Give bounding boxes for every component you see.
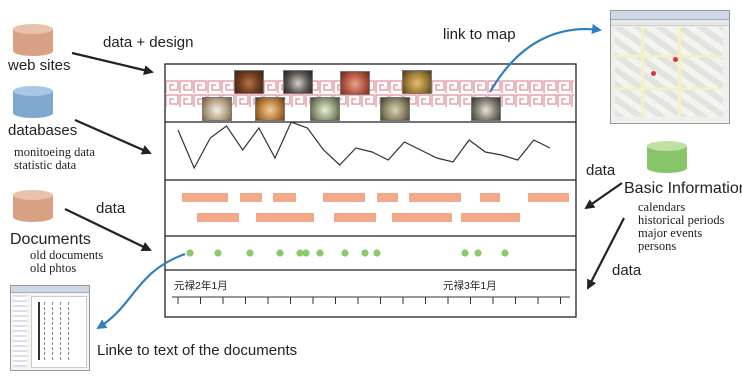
databases-item-monitoring: monitoeing data	[14, 145, 95, 159]
basic-info-upper-arrow	[584, 182, 623, 210]
food-photo-thumbnail	[202, 97, 232, 121]
document-dot	[474, 249, 482, 257]
food-photo-thumbnail	[310, 97, 340, 121]
event-bar	[273, 193, 296, 202]
link-to-documents-curve	[96, 252, 186, 330]
time-scale-ticks	[172, 296, 570, 304]
databases-item-statistic: statistic data	[14, 158, 77, 172]
event-bar	[334, 213, 376, 222]
document-dot	[501, 249, 509, 257]
basic-info-upper-edge-label: data	[586, 162, 616, 179]
event-bar	[528, 193, 569, 202]
documents-edge-label: data	[96, 200, 126, 217]
event-bar	[256, 213, 314, 222]
food-photo-thumbnail	[340, 71, 370, 95]
document-dot	[186, 249, 194, 257]
link-to-map-curve	[489, 24, 602, 93]
basic-info-item-persons: persons	[638, 239, 677, 253]
basic-info-item-historical-periods: historical periods	[638, 213, 725, 227]
documents-label: Documents	[10, 231, 91, 248]
document-dot	[316, 249, 324, 257]
map-screenshot-thumbnail[interactable]	[610, 10, 730, 124]
time-scale-label-start: 元禄2年1月	[174, 280, 228, 292]
document-dot	[302, 249, 310, 257]
food-photo-thumbnail	[380, 97, 410, 121]
document-dot	[246, 249, 254, 257]
basic-info-lower-edge-label: data	[612, 262, 642, 279]
documents-item-old-photos: old phtos	[30, 261, 77, 275]
databases-label: databases	[8, 122, 78, 139]
documents-database-icon	[13, 190, 53, 222]
document-dot	[341, 249, 349, 257]
data-line-series	[177, 121, 551, 170]
documents-item-old-documents: old documents	[30, 248, 104, 262]
document-dot	[214, 249, 222, 257]
food-photo-thumbnail	[234, 70, 264, 94]
event-bar	[323, 193, 365, 202]
websites-label: web sites	[8, 57, 71, 74]
event-bar	[377, 193, 398, 202]
basic-info-item-calendars: calendars	[638, 200, 686, 214]
food-photo-thumbnail	[283, 70, 313, 94]
websites-edge-label: data + design	[103, 34, 194, 51]
document-viewer-thumbnail[interactable]	[10, 285, 90, 371]
food-photo-thumbnail	[471, 97, 501, 121]
event-bar	[392, 213, 452, 222]
document-dot	[276, 249, 284, 257]
basic-info-item-major-events: major events	[638, 226, 703, 240]
event-bar	[409, 193, 434, 202]
databases-arrow	[74, 118, 152, 155]
event-bar	[197, 213, 239, 222]
event-bar	[461, 213, 520, 222]
event-bar	[434, 193, 461, 202]
basic-info-lower-arrow	[587, 217, 625, 290]
document-dots	[186, 249, 509, 257]
link-to-documents-label: Linke to text of the documents	[97, 342, 298, 359]
event-bars	[182, 193, 569, 222]
document-dot	[361, 249, 369, 257]
event-bar	[182, 193, 228, 202]
event-bar	[480, 193, 500, 202]
food-photo-thumbnail	[402, 70, 432, 94]
databases-database-icon	[13, 86, 53, 118]
websites-arrow	[71, 51, 154, 76]
event-bar	[240, 193, 262, 202]
document-dot	[373, 249, 381, 257]
basic-information-database-icon	[647, 141, 687, 173]
document-dot	[296, 249, 304, 257]
link-to-map-label: link to map	[443, 26, 516, 43]
food-photo-thumbnail	[255, 97, 285, 121]
time-scale-label-mid: 元禄3年1月	[443, 280, 497, 292]
basic-information-label: Basic Information	[624, 180, 742, 197]
document-dot	[461, 249, 469, 257]
websites-database-icon	[13, 24, 53, 56]
documents-arrow	[64, 208, 152, 252]
